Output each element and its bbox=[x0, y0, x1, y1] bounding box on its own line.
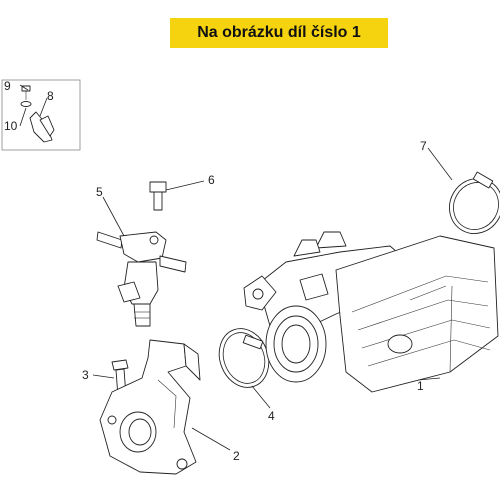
leader-7 bbox=[427, 147, 453, 181]
leader-10 bbox=[19, 107, 27, 127]
callout-4: 4 bbox=[268, 409, 275, 423]
throttle-body-icon[interactable] bbox=[243, 231, 499, 393]
leader-9 bbox=[19, 84, 29, 91]
hose-clamp-icon[interactable] bbox=[211, 322, 277, 395]
hose-clamp-icon[interactable] bbox=[439, 169, 500, 243]
callout-1: 1 bbox=[417, 379, 424, 393]
banner-text: Na obrázku díl číslo 1 bbox=[197, 24, 361, 41]
callout-6: 6 bbox=[208, 173, 215, 187]
leader-8 bbox=[39, 97, 48, 117]
callout-3: 3 bbox=[82, 368, 89, 382]
callout-5: 5 bbox=[96, 185, 103, 199]
callout-8: 8 bbox=[47, 89, 54, 103]
leader-6 bbox=[165, 180, 205, 191]
inset-box bbox=[1, 79, 81, 151]
screw-icon[interactable] bbox=[149, 181, 167, 211]
callout-10: 10 bbox=[4, 119, 18, 133]
bracket-icon[interactable] bbox=[29, 111, 55, 143]
leader-3 bbox=[92, 374, 115, 379]
callout-9: 9 bbox=[4, 79, 11, 93]
leader-5 bbox=[102, 196, 125, 237]
part-banner: Na obrázku díl číslo 1 bbox=[170, 18, 388, 48]
callout-7: 7 bbox=[420, 139, 427, 153]
leader-1 bbox=[417, 377, 441, 381]
intake-manifold-icon[interactable] bbox=[99, 339, 201, 475]
leader-2 bbox=[191, 427, 231, 451]
callout-2: 2 bbox=[233, 449, 240, 463]
leader-4 bbox=[251, 385, 271, 409]
fuel-injector-icon[interactable] bbox=[96, 231, 187, 327]
